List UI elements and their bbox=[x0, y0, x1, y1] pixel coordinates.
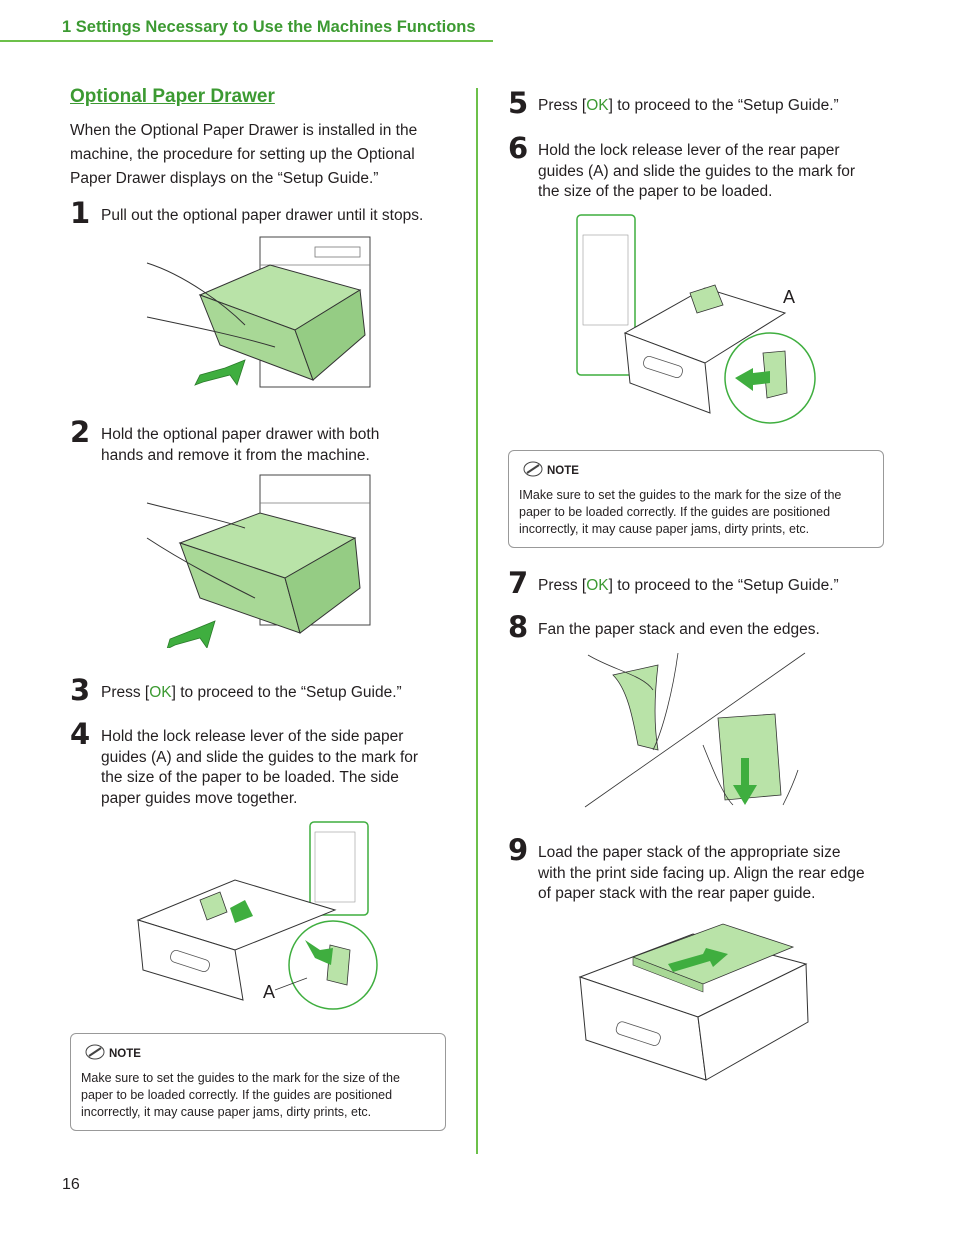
rear-guide-illustration: A bbox=[576, 214, 816, 424]
step-9-number: 9 bbox=[508, 833, 529, 867]
note-box-2: NOTE IMake sure to set the guides to the… bbox=[508, 450, 884, 548]
note-label: NOTE bbox=[109, 1048, 141, 1060]
step-8-text: Fan the paper stack and even the edges. bbox=[538, 621, 820, 638]
step-1-number: 1 bbox=[70, 196, 91, 230]
step-6-callout: A bbox=[783, 287, 795, 307]
step-1-text: Pull out the optional paper drawer until… bbox=[101, 207, 424, 224]
section-title: Optional Paper Drawer bbox=[70, 86, 275, 107]
step-5-number: 5 bbox=[508, 86, 529, 120]
step-4-number: 4 bbox=[70, 717, 91, 751]
drawer-remove-illustration bbox=[146, 474, 371, 648]
step-6-text: Hold the lock release lever of the rear … bbox=[538, 142, 856, 200]
step-5-text: Press [OK] to proceed to the “Setup Guid… bbox=[538, 97, 839, 114]
step-7-text: Press [OK] to proceed to the “Setup Guid… bbox=[538, 577, 839, 594]
ok-key: OK bbox=[586, 577, 609, 594]
ok-key: OK bbox=[586, 97, 609, 114]
step-9-text: Load the paper stack of the appropriate … bbox=[538, 844, 865, 902]
note-text: Make sure to set the guides to the mark … bbox=[81, 1071, 400, 1119]
step-2-text: Hold the optional paper drawer with both… bbox=[101, 426, 380, 464]
note-label: NOTE bbox=[547, 465, 579, 477]
column-divider bbox=[476, 88, 478, 1154]
step-6-number: 6 bbox=[508, 131, 529, 165]
note-pencil-icon bbox=[523, 461, 543, 477]
section-intro: When the Optional Paper Drawer is instal… bbox=[70, 122, 418, 187]
load-paper-illustration bbox=[578, 923, 809, 1081]
ok-key: OK bbox=[149, 684, 172, 701]
step-4-callout: A bbox=[263, 982, 275, 1002]
step-7-number: 7 bbox=[508, 566, 529, 600]
note-pencil-icon bbox=[85, 1044, 105, 1060]
fan-paper-illustration bbox=[584, 652, 806, 808]
step-3-number: 3 bbox=[70, 673, 91, 707]
header-rule bbox=[0, 40, 493, 42]
note-text: IMake sure to set the guides to the mark… bbox=[519, 488, 842, 536]
step-8-number: 8 bbox=[508, 610, 529, 644]
step-3-text: Press [OK] to proceed to the “Setup Guid… bbox=[101, 684, 402, 701]
step-4-text: Hold the lock release lever of the side … bbox=[101, 728, 419, 807]
step-2-number: 2 bbox=[70, 415, 91, 449]
note-box-1: NOTE Make sure to set the guides to the … bbox=[70, 1033, 446, 1131]
drawer-pull-out-illustration bbox=[146, 236, 371, 388]
page-number: 16 bbox=[62, 1176, 80, 1193]
chapter-title: 1 Settings Necessary to Use the Machines… bbox=[62, 18, 476, 36]
side-guide-illustration: A bbox=[136, 821, 378, 1010]
